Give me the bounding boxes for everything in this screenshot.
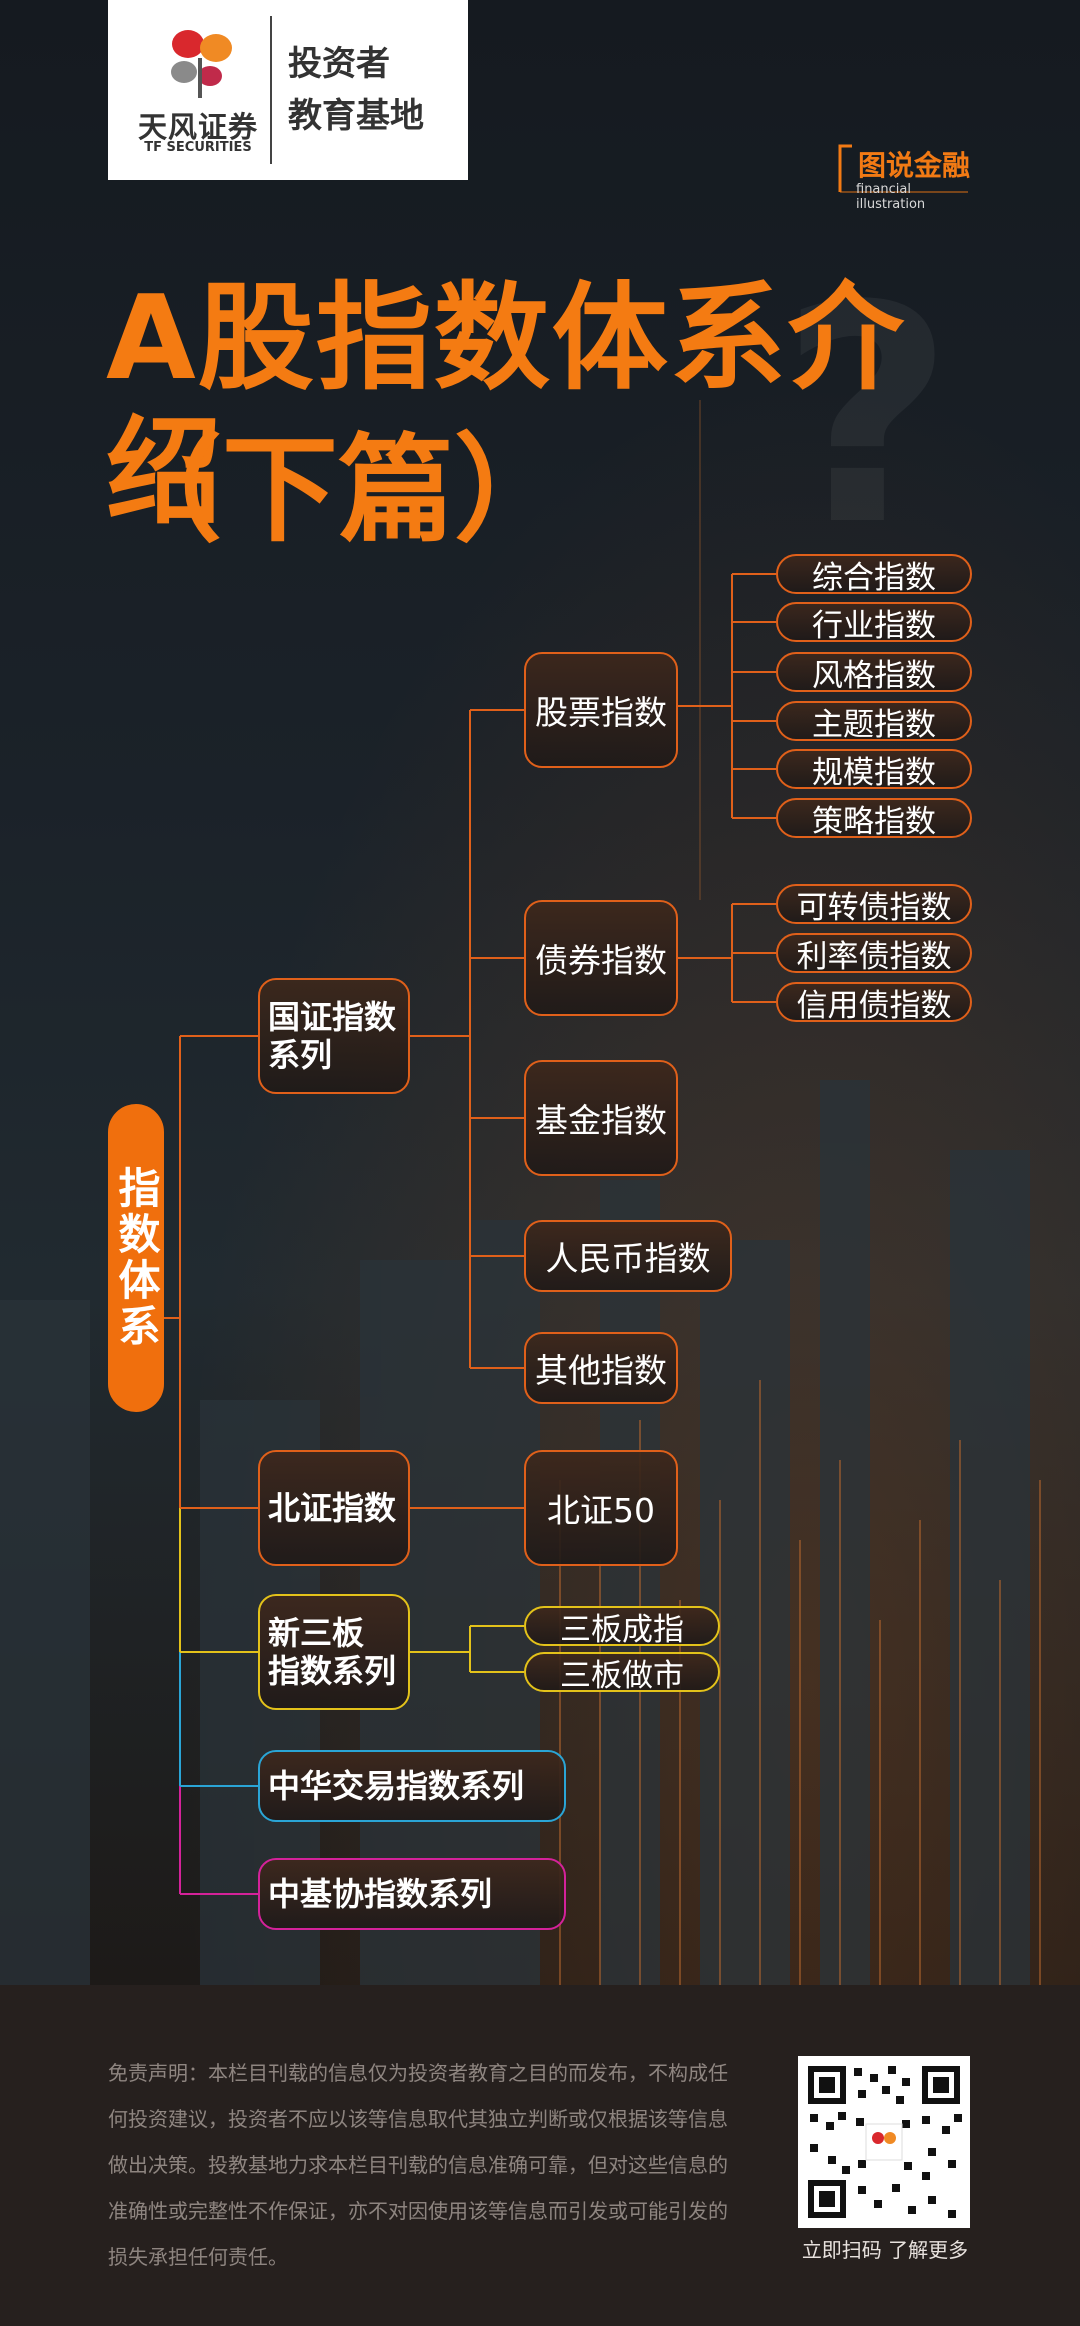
page-title: A股指数体系介绍 — [106, 271, 906, 540]
series-zhonghua: 中华交易指数系列 — [258, 1750, 566, 1822]
node-stock-index: 股票指数 — [524, 652, 678, 768]
leaf-sanban-market: 三板做市 — [524, 1652, 720, 1694]
brand-tag: 投资者 教育基地 — [288, 44, 424, 136]
brand-name-en: TF SECURITIES — [144, 140, 252, 155]
series-xinsanban: 新三板 指数系列 — [258, 1594, 410, 1710]
brand-logo-card: 天风证券 TF SECURITIES 投资者 教育基地 — [108, 0, 468, 180]
leaf-scale: 规模指数 — [776, 749, 972, 791]
brand-name: 天风证券 — [137, 110, 258, 144]
logo-divider — [270, 16, 272, 164]
series-zhongjixie: 中基协指数系列 — [258, 1858, 566, 1930]
series-guozheng: 国证指数 系列 — [258, 978, 410, 1094]
tagline-cn: 图说金融 — [858, 149, 971, 182]
leaf-style: 风格指数 — [776, 652, 972, 694]
series-beizheng: 北证指数 — [258, 1450, 410, 1566]
flower-logo-icon — [171, 30, 232, 98]
page-subtitle: （下篇） — [106, 423, 570, 558]
leaf-credit-bond: 信用债指数 — [776, 982, 972, 1024]
node-other-index: 其他指数 — [524, 1332, 678, 1404]
node-bz50: 北证50 — [524, 1450, 678, 1566]
disclaimer-text: 免责声明：本栏目刊载的信息仅为投资者教育之目的而发布，不构成任何投资建议，投资者… — [108, 2061, 728, 2269]
leaf-sanban-composite: 三板成指 — [524, 1606, 720, 1648]
tagline-bracket-icon — [838, 144, 968, 193]
svg-text:?: ? — [780, 242, 954, 591]
leaf-strategy: 策略指数 — [776, 798, 972, 840]
leaf-rate-bond: 利率债指数 — [776, 933, 972, 975]
tagline-en: financial illustration — [856, 182, 926, 212]
tagline-badge: 图说金融 financial illustration — [838, 142, 974, 212]
qr-caption: 立即扫码 了解更多 — [801, 2238, 969, 2262]
leaf-convertible: 可转债指数 — [776, 884, 972, 926]
qr-code[interactable] — [798, 2056, 970, 2228]
tree-root: 指数体系 — [108, 1104, 164, 1412]
tree-connectors — [164, 573, 776, 1895]
node-bond-index: 债券指数 — [524, 900, 678, 1016]
leaf-theme: 主题指数 — [776, 701, 972, 743]
leaf-industry: 行业指数 — [776, 602, 972, 644]
qr-code-icon — [804, 2062, 964, 2222]
leaf-composite: 综合指数 — [776, 554, 972, 596]
node-rmb-index: 人民币指数 — [524, 1220, 732, 1292]
node-fund-index: 基金指数 — [524, 1060, 678, 1176]
